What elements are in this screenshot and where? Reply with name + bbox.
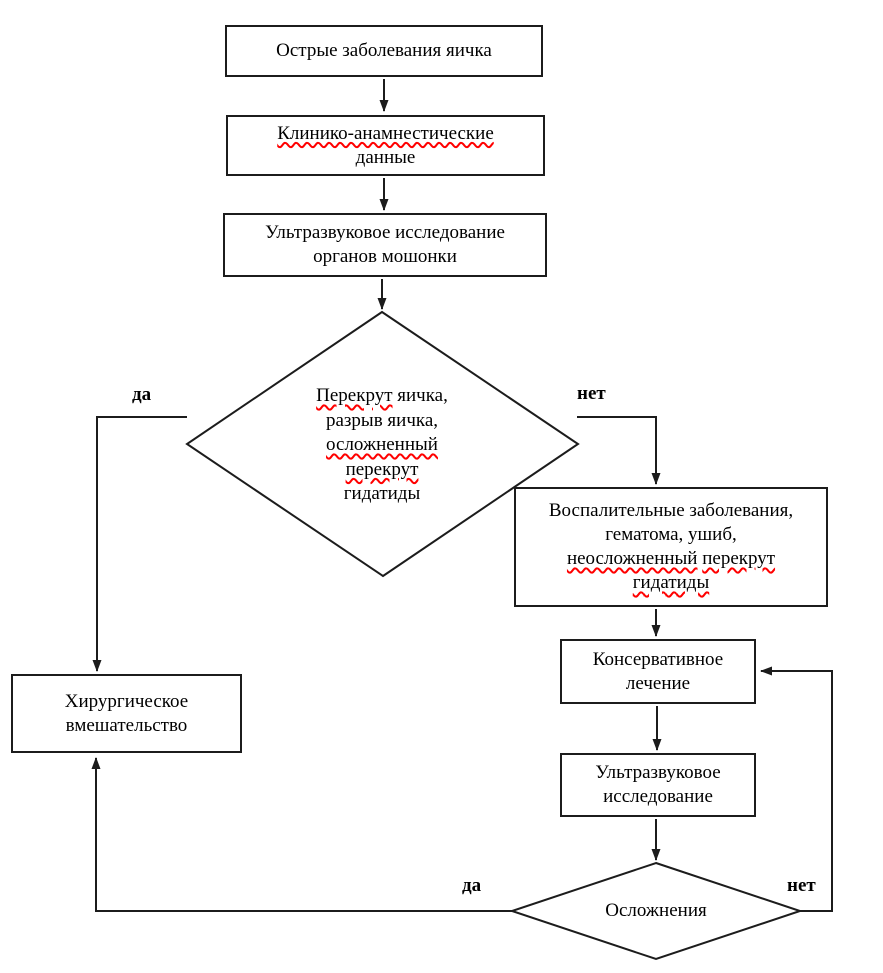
node-text: Перекрут <box>316 385 393 406</box>
node-text: гидатиды <box>343 483 421 504</box>
edge-complications-yes-to-surgical <box>91 757 512 912</box>
edge-label-no-top: нет <box>577 383 606 404</box>
node-text: Ультразвуковое исследование <box>265 222 505 243</box>
node-text: Воспалительные заболевания, <box>548 500 794 521</box>
edge-label-yes-top: да <box>132 384 152 405</box>
edge-decision-yes-to-surgical <box>92 416 187 672</box>
node-text: исследование <box>603 786 713 807</box>
node-conservative-treatment: Консервативное лечение <box>560 639 756 704</box>
edge-complications-no-feedback <box>760 666 833 912</box>
node-text: Хирургическое <box>64 690 189 712</box>
node-text: неосложненный <box>566 548 698 569</box>
node-acute-diseases: Острые заболевания яичка <box>225 25 543 77</box>
node-surgical-intervention: Хирургическое вмешательство <box>11 674 242 753</box>
node-ultrasound-followup: Ультразвуковое исследование <box>560 753 756 817</box>
node-text: разрыв яичка, <box>325 409 438 431</box>
node-text: Острые заболевания яичка <box>276 40 492 61</box>
node-text: перекрут <box>345 458 419 480</box>
node-inflammatory-diseases: Воспалительные заболевания, гематома, уш… <box>514 487 828 607</box>
node-text: яичка, <box>392 385 448 406</box>
node-text: Осложнения <box>605 900 707 921</box>
node-text: осложненный <box>326 434 438 455</box>
decision-torsion-diamond <box>185 310 580 578</box>
node-clinical-data: Клинико-анамнестические данные <box>226 115 545 176</box>
node-text: Консервативное <box>592 648 724 670</box>
node-text: данные <box>355 146 416 168</box>
node-text: вмешательство <box>65 714 188 736</box>
edge-label-yes-bottom: да <box>462 875 482 896</box>
decision-complications-text: Осложнения <box>566 899 746 924</box>
node-text: Клинико-анамнестические <box>277 122 494 144</box>
node-text: Ультразвуковое <box>595 762 721 783</box>
edge-decision-no-to-inflammatory <box>577 416 661 485</box>
node-text: гидатиды <box>632 572 710 593</box>
node-text: лечение <box>625 672 691 694</box>
decision-torsion-text: Перекрут яичка, разрыв яичка, осложненны… <box>262 384 502 507</box>
node-text: перекрут <box>702 548 776 569</box>
edge-label-no-bottom: нет <box>787 875 816 896</box>
node-ultrasound-scrotum: Ультразвуковое исследование органов мошо… <box>223 213 547 277</box>
node-text: гематома, ушиб, <box>605 524 737 545</box>
decision-complications-diamond <box>508 861 804 961</box>
node-text: органов мошонки <box>313 246 457 267</box>
